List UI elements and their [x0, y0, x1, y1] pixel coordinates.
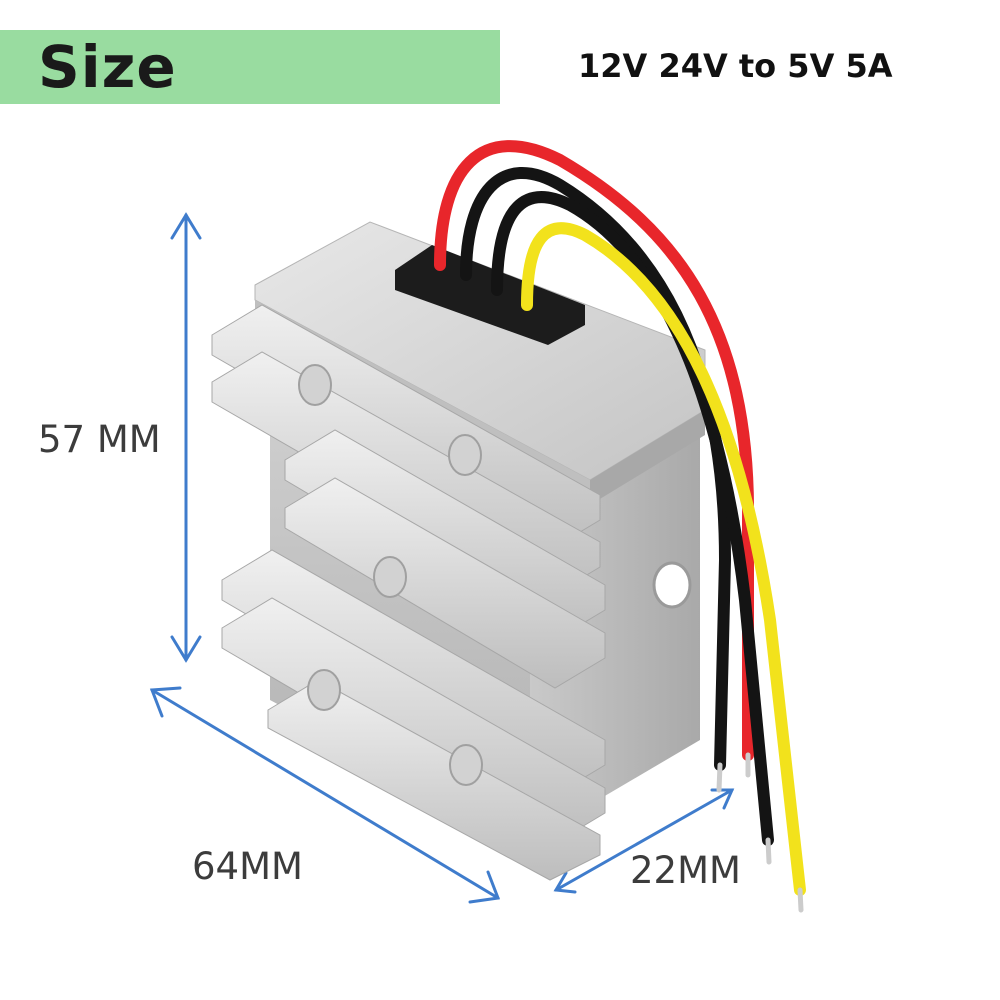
title-label: Size	[38, 33, 177, 101]
depth-dimension-label: 22MM	[630, 849, 741, 892]
height-dimension-label: 57 MM	[38, 418, 161, 461]
rivets	[298, 364, 483, 786]
height-arrow	[170, 212, 202, 663]
mounting-hole	[652, 561, 692, 609]
width-arrow	[149, 686, 501, 904]
spec-label: 12V 24V to 5V 5A	[578, 47, 893, 85]
title-banner	[0, 30, 500, 104]
width-dimension-label: 64MM	[192, 845, 303, 888]
wires	[434, 140, 806, 913]
